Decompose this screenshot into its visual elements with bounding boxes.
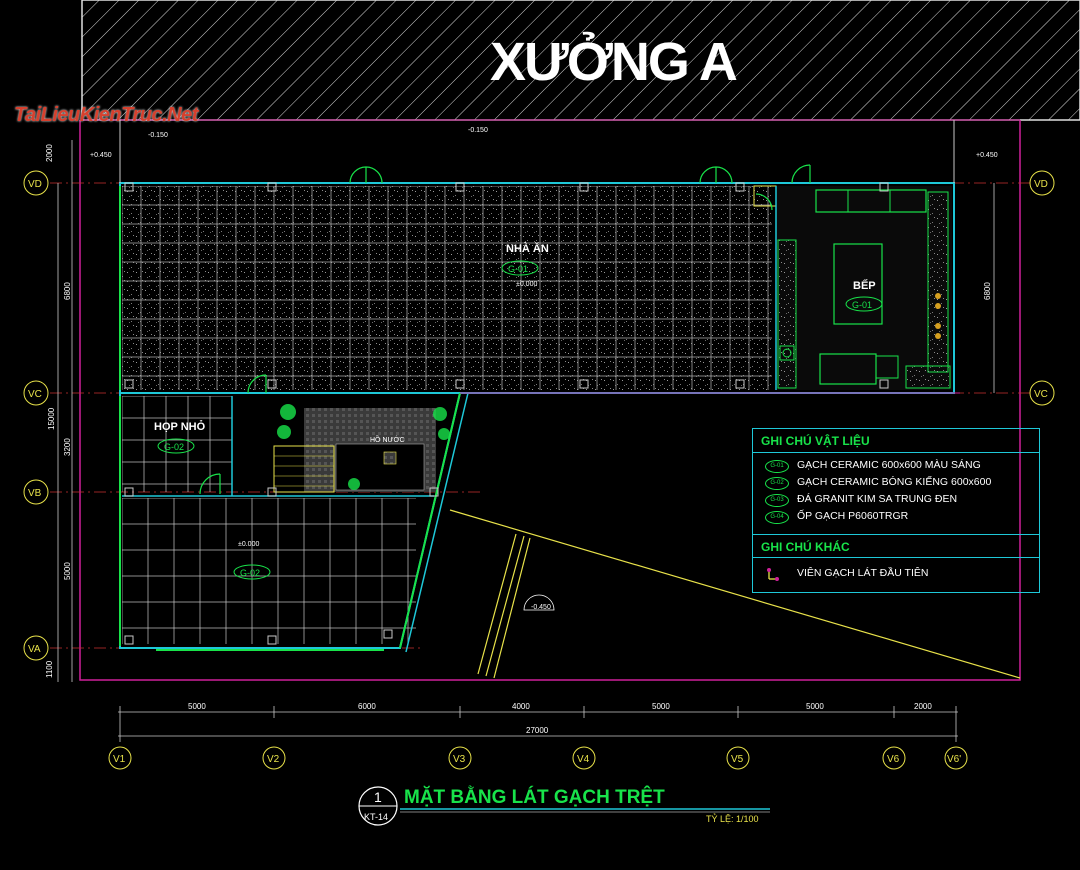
ramp-edge [449,509,1021,679]
building-label: XƯỞNG A [490,32,737,92]
room-label-kitchen: BẾP [853,279,876,292]
columns [124,182,889,645]
dim-left-5: 5000 [63,562,72,580]
dim-left-1: 2000 [45,144,54,162]
legend-text: VIÊN GẠCH LÁT ĐẦU TIÊN [797,567,929,579]
level-top-left: -0.150 [148,132,168,139]
room-label-meeting: HỌP NHỎ [154,420,206,433]
legend-text: ĐÁ GRANIT KIM SA TRUNG ĐEN [797,493,958,505]
row-bubble-vd: VD [28,179,42,190]
legend-text: GẠCH CERAMIC 600x600 MÀU SÁNG [797,459,981,471]
first-tile-icon [767,568,779,581]
legend-item: G-03 ĐÁ GRANIT KIM SA TRUNG ĐEN [753,491,1039,508]
col-bubble-v6p: V6' [947,754,961,765]
level-lobby: ±0.000 [238,541,259,548]
watermark-logo: TaiLieuKienTruc.Net [14,104,198,126]
legend-code: G-03 [765,494,789,507]
col-bubble-v4: V4 [577,754,590,765]
meeting-floor [122,396,232,492]
sheet-number: KT-14 [364,812,388,822]
legend-other-title: GHI CHÚ KHÁC [753,534,1039,558]
doors [199,164,811,495]
legend-text: ỐP GẠCH P6060TRGR [797,510,909,522]
row-bubble-va: VA [28,644,41,655]
hatched-building [81,0,1080,121]
drawing-scale: TỶ LỆ: 1/100 [706,813,759,824]
dim-bottom-4: 5000 [652,702,670,711]
row-bubbles: VD VC VB VA VD VC [23,170,1055,661]
dim-bottom-2: 6000 [358,702,376,711]
level-left: +0.450 [90,152,112,159]
tag-kitchen: G-01 [852,300,872,310]
level-top-mid: -0.150 [468,127,488,134]
lobby-floor [122,498,416,644]
row-bubble-vc: VC [28,389,42,400]
column-bubbles: V1 V2 V3 V4 V5 V6 V6' [108,746,968,770]
plants [277,404,450,490]
row-bubble-vb: VB [28,488,42,499]
legend-panel: GHI CHÚ VẬT LIỆU G-01 GẠCH CERAMIC 600x6… [752,428,1040,593]
dim-bottom-6: 2000 [914,702,932,711]
row-bubble-vd-right: VD [1034,179,1048,190]
legend-item: G-04 ỐP GẠCH P6060TRGR [753,508,1039,525]
stair [273,445,335,493]
col-bubble-v2: V2 [267,754,280,765]
dim-left-3: 15000 [47,407,56,430]
legend-item: G-01 GẠCH CERAMIC 600x600 MÀU SÁNG [753,457,1039,474]
legend-materials-title: GHI CHÚ VẬT LIỆU [753,429,1039,453]
dim-left-6: 1100 [45,660,54,678]
level-dining: ±0.000 [516,281,537,288]
drawing-number: 1 [374,789,382,805]
legend-code: G-02 [765,477,789,490]
dim-right-1: 6800 [983,282,992,300]
dim-left-2: 6800 [63,282,72,300]
room-label-pond: HỒ NƯỚC [370,434,405,444]
legend-text: GẠCH CERAMIC BÓNG KIẾNG 600x600 [797,476,992,488]
legend-item: G-02 GẠCH CERAMIC BÓNG KIẾNG 600x600 [753,474,1039,491]
room-label-dining: NHÀ ĂN [506,242,549,255]
legend-item: VIÊN GẠCH LÁT ĐẦU TIÊN [753,563,1039,585]
drawing-title: MẶT BẰNG LÁT GẠCH TRỆT [404,786,665,808]
tag-meeting: G-02 [164,442,184,452]
row-bubble-vc-right: VC [1034,389,1048,400]
col-bubble-v5: V5 [731,754,744,765]
dim-bottom-1: 5000 [188,702,206,711]
tag-lobby: G-02 [240,568,260,578]
site-boundary [79,120,1021,681]
level-ramp: -0.450 [531,604,551,611]
dim-left-4: 3200 [63,438,72,456]
col-bubble-v6: V6 [887,754,900,765]
dim-bottom-3: 4000 [512,702,530,711]
tag-dining: G-01 [508,264,528,274]
level-right: +0.450 [976,152,998,159]
col-bubble-v3: V3 [453,754,466,765]
dim-bottom-total: 27000 [526,726,549,735]
kitchen-floor [776,186,952,390]
col-bubble-v1: V1 [113,754,126,765]
legend-code: G-04 [765,511,789,524]
dim-bottom-5: 5000 [806,702,824,711]
legend-code: G-01 [765,460,789,473]
